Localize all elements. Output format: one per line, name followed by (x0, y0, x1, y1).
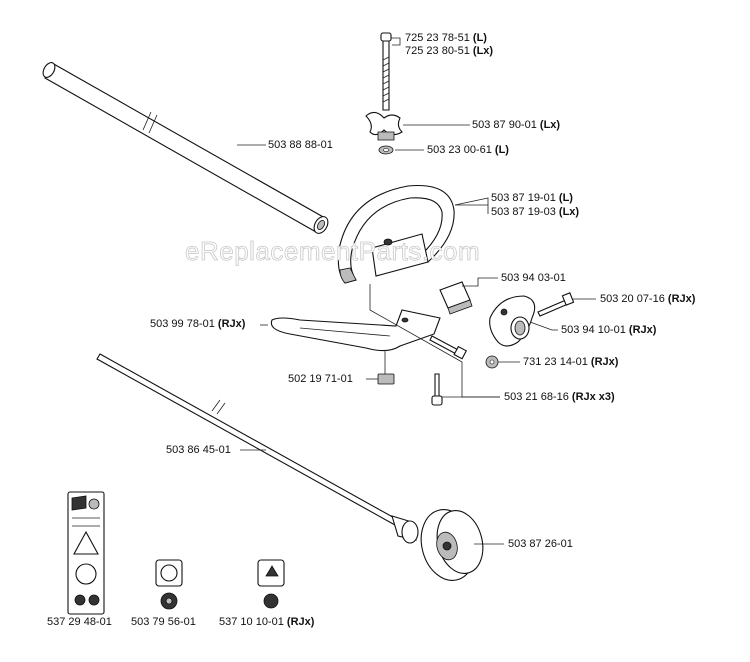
part-label-503-23-00-61: 503 23 00-61 (L) (427, 144, 509, 157)
part-label-503-86-45-01: 503 86 45-01 (166, 444, 231, 457)
part-number: 503 99 78-01 (150, 318, 215, 330)
part-number: 502 19 71-01 (288, 373, 353, 385)
part-label-537-29-48-01: 537 29 48-01 (47, 616, 112, 629)
part-label-503-20-07-16: 503 20 07-16 (RJx) (600, 293, 695, 306)
part-suffix: (Lx) (472, 45, 494, 57)
watermark: eReplacementParts.com (185, 236, 481, 267)
nut (485, 355, 499, 369)
part-number: 503 21 68-16 (504, 391, 569, 403)
part-suffix: (RJx x3) (571, 391, 615, 403)
part-suffix: (RJx) (286, 616, 315, 628)
part-label-503-88-88-01: 503 88 88-01 (268, 139, 333, 152)
bolt (380, 32, 392, 111)
part-label-503-87-19-01: 503 87 19-01 (L) (491, 192, 573, 205)
part-suffix: (Lx) (558, 206, 580, 218)
part-label-503-87-90-01: 503 87 90-01 (Lx) (472, 119, 560, 132)
part-suffix: (RJx) (628, 324, 657, 336)
part-number: 537 29 48-01 (47, 616, 112, 628)
decal-c (257, 559, 285, 609)
washer (378, 145, 394, 155)
knob (365, 111, 403, 141)
part-label-503-87-19-03: 503 87 19-03 (Lx) (491, 206, 579, 219)
part-label-731-23-14-01: 731 23 14-01 (RJx) (523, 356, 618, 369)
part-number: 503 86 45-01 (166, 444, 231, 456)
part-suffix: (L) (558, 192, 573, 204)
part-suffix: (RJx) (217, 318, 246, 330)
drive-shaft (96, 353, 419, 544)
part-number: 503 23 00-61 (427, 144, 492, 156)
part-number: 725 23 80-51 (405, 45, 470, 57)
guard-bracket (270, 309, 441, 352)
part-label-502-19-71-01: 502 19 71-01 (288, 373, 353, 386)
part-number: 503 87 90-01 (472, 119, 537, 131)
shaft-tube (42, 62, 329, 234)
part-label-503-94-10-01: 503 94 10-01 (RJx) (561, 324, 656, 337)
part-label-537-10-10-01: 537 10 10-01 (RJx) (219, 616, 314, 629)
part-suffix: (L) (472, 32, 487, 44)
loop-handle (337, 184, 455, 284)
part-suffix: (L) (494, 144, 509, 156)
screws (429, 335, 468, 406)
part-number: 537 10 10-01 (219, 616, 284, 628)
decal-b (155, 559, 183, 610)
part-label-503-21-68-16: 503 21 68-16 (RJx x3) (504, 391, 615, 404)
part-number: 731 23 14-01 (523, 356, 588, 368)
pad (377, 373, 395, 385)
clamp-block (439, 281, 473, 315)
leader-lines (237, 37, 596, 545)
part-suffix: (Lx) (539, 119, 561, 131)
part-number: 503 94 10-01 (561, 324, 626, 336)
part-label-503-99-78-01: 503 99 78-01 (RJx) (150, 318, 245, 331)
part-suffix: (RJx) (590, 356, 619, 368)
part-number: 503 87 19-03 (491, 206, 556, 218)
part-label-503-94-03-01: 503 94 03-01 (501, 272, 566, 285)
cover (489, 295, 536, 347)
part-number: 503 87 26-01 (508, 538, 573, 550)
part-label-725-23-80-51: 725 23 80-51 (Lx) (405, 45, 493, 58)
decal-a (67, 491, 105, 615)
part-suffix: (RJx) (667, 293, 696, 305)
part-number: 503 20 07-16 (600, 293, 665, 305)
part-number: 503 87 19-01 (491, 192, 556, 204)
part-label-725-23-78-51: 725 23 78-51 (L) (405, 32, 487, 45)
part-number: 503 94 03-01 (501, 272, 566, 284)
screw-top (537, 292, 575, 317)
part-label-503-79-56-01: 503 79 56-01 (131, 616, 196, 629)
part-label-503-87-26-01: 503 87 26-01 (508, 538, 573, 551)
part-number: 725 23 78-51 (405, 32, 470, 44)
part-number: 503 88 88-01 (268, 139, 333, 151)
part-number: 503 79 56-01 (131, 616, 196, 628)
drum (420, 509, 484, 581)
